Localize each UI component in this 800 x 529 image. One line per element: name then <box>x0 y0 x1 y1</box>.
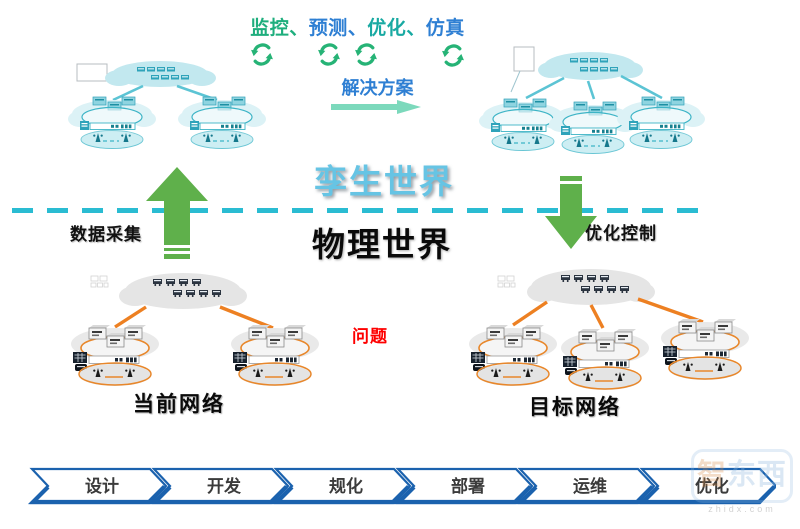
title-segment: 监控、 <box>250 18 309 39</box>
title-segment: 优化、 <box>367 18 426 39</box>
chevron-step: 运维 <box>515 467 656 505</box>
watermark: 智东西 zhidx.com <box>686 449 798 514</box>
title-segment: 仿真 <box>425 18 465 39</box>
svg-text:开发: 开发 <box>207 476 242 496</box>
svg-text:运维: 运维 <box>573 476 607 496</box>
chevron-step: 规化 <box>271 467 412 505</box>
optimization-control-label: 优化控制 <box>585 224 657 243</box>
cycle-arrows-icon <box>316 43 342 66</box>
physical-world-label: 物理世界 <box>312 226 452 263</box>
monitoring-functions-label: 监控、预测、优化、仿真 <box>235 13 480 40</box>
current-network-label: 当前网络 <box>133 393 225 416</box>
watermark-logo: 智东西 <box>690 449 794 503</box>
twin-network-left-diagram <box>55 61 285 150</box>
down-arrow-icon <box>545 176 597 249</box>
data-collection-label: 数据采集 <box>70 225 142 244</box>
cycle-arrows-icon <box>440 44 466 67</box>
process-bar: 设计 开发 规化 部署 运维 优化 <box>27 467 776 505</box>
cycle-arrows-icon <box>353 43 379 66</box>
chevron-step: 开发 <box>149 467 290 505</box>
solution-label: 解决方案 <box>341 78 414 98</box>
twin-network-right-diagram <box>478 46 706 154</box>
svg-text:规化: 规化 <box>329 476 363 496</box>
target-network-label: 目标网络 <box>529 396 621 419</box>
up-arrow-icon <box>146 167 208 259</box>
title-segment: 预测、 <box>308 18 368 39</box>
current-network-diagram <box>33 273 325 390</box>
problem-label: 问题 <box>352 327 388 346</box>
right-arrow-icon <box>331 100 421 114</box>
twin-world-label: 孪生世界 <box>314 163 454 200</box>
watermark-domain: zhidx.com <box>708 503 776 514</box>
svg-text:部署: 部署 <box>451 476 485 496</box>
chevron-step: 优化 <box>637 467 776 505</box>
svg-text:设计: 设计 <box>85 476 119 496</box>
chevron-step: 设计 <box>27 467 168 505</box>
target-network-diagram <box>443 269 765 395</box>
world-divider-dashed-line <box>12 208 710 213</box>
svg-text:优化: 优化 <box>695 476 729 496</box>
chevron-step: 部署 <box>393 467 534 505</box>
